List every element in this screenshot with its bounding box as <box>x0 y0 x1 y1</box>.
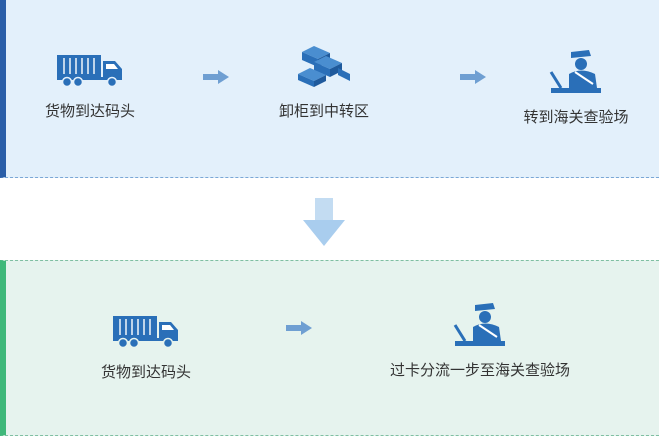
step-label: 货物到达码头 <box>100 363 191 381</box>
step-label: 卸柜到中转区 <box>278 102 369 120</box>
current-flow-panel: 货物到达码头 卸柜到中转区 <box>0 0 659 178</box>
step-unload-transfer: 卸柜到中转区 <box>264 44 384 121</box>
container-stack-icon <box>298 46 350 87</box>
step-to-customs: 转到海关查验场 <box>506 48 646 127</box>
down-arrow-icon <box>303 198 345 246</box>
step-arrive-dock: 货物到达码头 <box>30 52 150 121</box>
step-direct-to-customs: 过卡分流一步至海关查验场 <box>360 301 600 380</box>
flow-arrow-icon <box>203 70 229 84</box>
customs-officer-icon <box>453 303 505 346</box>
step-label: 货物到达码头 <box>44 102 135 120</box>
customs-officer-icon <box>549 50 601 93</box>
truck-icon <box>57 55 122 88</box>
step-label: 转到海关查验场 <box>523 108 629 126</box>
flow-arrow-icon <box>286 321 312 335</box>
step-label: 过卡分流一步至海关查验场 <box>389 361 570 379</box>
step-arrive-dock: 货物到达码头 <box>86 313 206 382</box>
truck-icon <box>113 316 178 349</box>
new-flow-panel: 货物到达码头 过卡分流一步至海关查验场 <box>0 260 659 436</box>
flow-arrow-icon <box>460 70 486 84</box>
